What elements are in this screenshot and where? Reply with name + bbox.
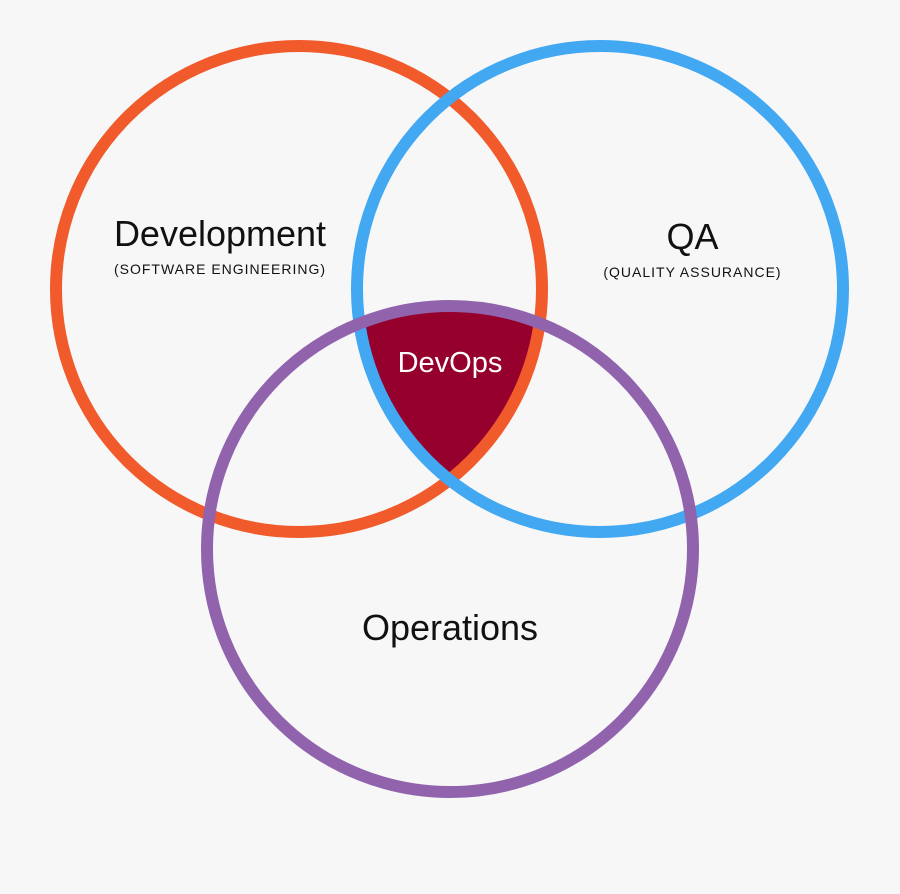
operations-circle [201, 300, 699, 798]
qa-label: QA (QUALITY ASSURANCE) [540, 217, 845, 281]
operations-label: Operations [300, 608, 600, 648]
development-title: Development [113, 213, 327, 254]
qa-circle [351, 40, 849, 538]
qa-title: QA [666, 216, 719, 257]
development-circle [50, 40, 548, 538]
operations-title: Operations [361, 607, 539, 648]
development-label: Development (SOFTWARE ENGINEERING) [60, 214, 380, 278]
devops-label: DevOps [397, 347, 503, 379]
qa-subtitle: (QUALITY ASSURANCE) [603, 264, 782, 280]
development-subtitle: (SOFTWARE ENGINEERING) [113, 261, 327, 277]
